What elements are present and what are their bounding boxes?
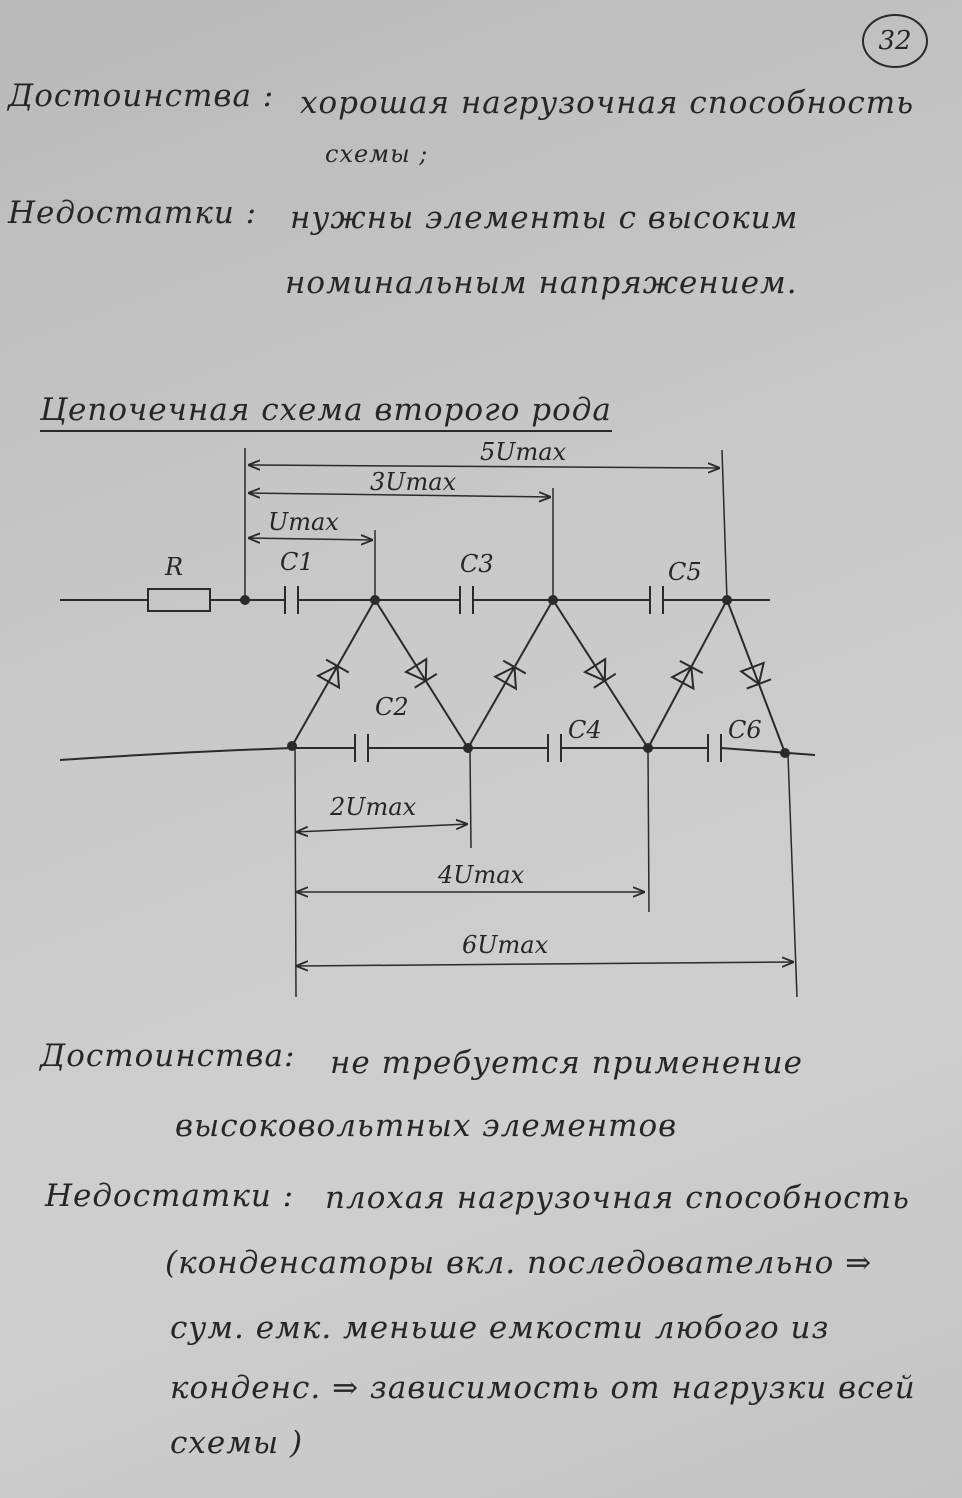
resistor-r <box>147 588 211 612</box>
advantages2-text-1: не требуется применение <box>330 1045 803 1081</box>
advantages-label-2: Достоинства: <box>40 1038 296 1074</box>
diode-wire <box>552 599 649 749</box>
label-c4: C4 <box>568 716 602 744</box>
label-r: R <box>164 553 183 581</box>
label-c2: C2 <box>375 693 409 721</box>
diode-icon <box>403 657 438 689</box>
disadvantages2-text-5: схемы ) <box>170 1425 304 1461</box>
diagram-title: Цепочечная схема второго рода <box>40 392 612 432</box>
page-number: 32 <box>862 14 928 68</box>
diode-wire <box>291 599 376 747</box>
label-6umax: 6Umax <box>462 931 549 959</box>
disadvantages2-text-1: плохая нагрузочная способность <box>325 1180 910 1216</box>
label-3umax: 3Umax <box>370 468 457 496</box>
diode-wire <box>726 599 786 754</box>
diode-icon <box>670 659 704 691</box>
label-c5: C5 <box>668 558 702 586</box>
label-c3: C3 <box>460 550 494 578</box>
label-c6: C6 <box>728 716 762 744</box>
label-2umax: 2Umax <box>329 793 417 821</box>
diode-icon <box>739 661 772 690</box>
bottom-wire <box>59 734 816 762</box>
top-wire <box>60 586 770 614</box>
advantages-label-1: Достоинства : <box>8 78 275 114</box>
advantages-text-2: схемы ; <box>325 140 429 168</box>
dimension-lines <box>244 448 798 998</box>
disadvantages2-text-2: (конденсаторы вкл. последовательно ⇒ <box>165 1245 873 1281</box>
disadvantages-label-2: Недостатки : <box>45 1178 295 1214</box>
diode-icon <box>582 657 617 689</box>
disadvantages2-text-4: конденс. ⇒ зависимость от нагрузки всей <box>170 1370 916 1406</box>
advantages2-text-2: высоковольтных элементов <box>175 1108 678 1144</box>
label-c1: C1 <box>280 548 314 576</box>
disadvantages2-text-3: сум. емк. меньше емкости любого из <box>170 1310 830 1346</box>
disadvantages-text-1: нужны элементы с высоким <box>290 200 799 236</box>
label-4umax: 4Umax <box>437 861 525 889</box>
advantages-text-1: хорошая нагрузочная способность <box>300 85 915 121</box>
label-5umax: 5Umax <box>480 438 567 466</box>
diode-icon <box>492 659 527 691</box>
diode-wire <box>467 599 554 749</box>
disadvantages-text-2: номинальным напряжением. <box>285 265 798 301</box>
diode-wire <box>647 599 728 749</box>
diode-wire <box>374 599 469 749</box>
diode-icon <box>316 658 350 690</box>
diode-ladder <box>291 599 786 754</box>
label-umax: Umax <box>268 508 339 536</box>
disadvantages-label-1: Недостатки : <box>8 195 258 231</box>
